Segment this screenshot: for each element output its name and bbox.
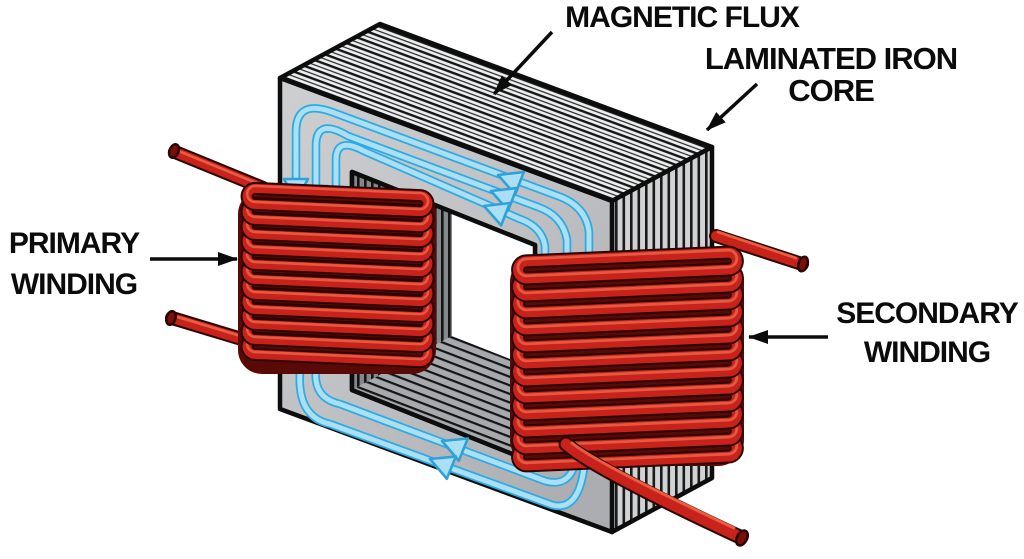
- flux-ribbon-outer: [291, 104, 594, 273]
- laminated-iron-core-label: LAMINATED IRON CORE: [690, 43, 972, 107]
- secondary-winding-text-line2: WINDING: [863, 336, 991, 369]
- flux-arrow-left-icon: [496, 170, 526, 196]
- secondary-lead-bottom: [558, 436, 750, 547]
- flux-ribbon-middle: [311, 124, 572, 281]
- flux-arrow-left-icon: [428, 455, 458, 481]
- primary-winding-label: PRIMARY WINDING: [0, 223, 152, 305]
- magnetic-flux-arrow: [492, 30, 554, 96]
- flux-arrow-left-icon: [482, 201, 512, 227]
- magnetic-flux-text: MAGNETIC FLUX: [565, 1, 800, 34]
- primary-winding-text-line2: WINDING: [10, 268, 138, 301]
- flux-arrow-left-icon: [440, 437, 470, 463]
- label-leader-arrows: [150, 30, 828, 344]
- secondary-winding-text-line1: SECONDARY: [836, 297, 1019, 330]
- laminated-core-text-line1: LAMINATED IRON: [704, 41, 958, 76]
- flux-arrow-left-icon: [489, 186, 519, 212]
- flux-ribbon-bottom-lower: [295, 367, 589, 511]
- primary-winding-coil: [238, 186, 436, 374]
- primary-winding-text-line1: PRIMARY: [8, 227, 140, 260]
- primary-lead-top: [167, 143, 270, 195]
- secondary-lead-top: [709, 229, 810, 273]
- laminated-core-arrow: [705, 82, 759, 132]
- secondary-winding-coil: [510, 250, 744, 466]
- magnetic-flux-label: MAGNETIC FLUX: [532, 0, 832, 38]
- secondary-winding-label: SECONDARY WINDING: [827, 294, 1024, 372]
- laminated-core-text-line2: CORE: [788, 73, 875, 108]
- flux-ribbon-inner: [331, 141, 550, 283]
